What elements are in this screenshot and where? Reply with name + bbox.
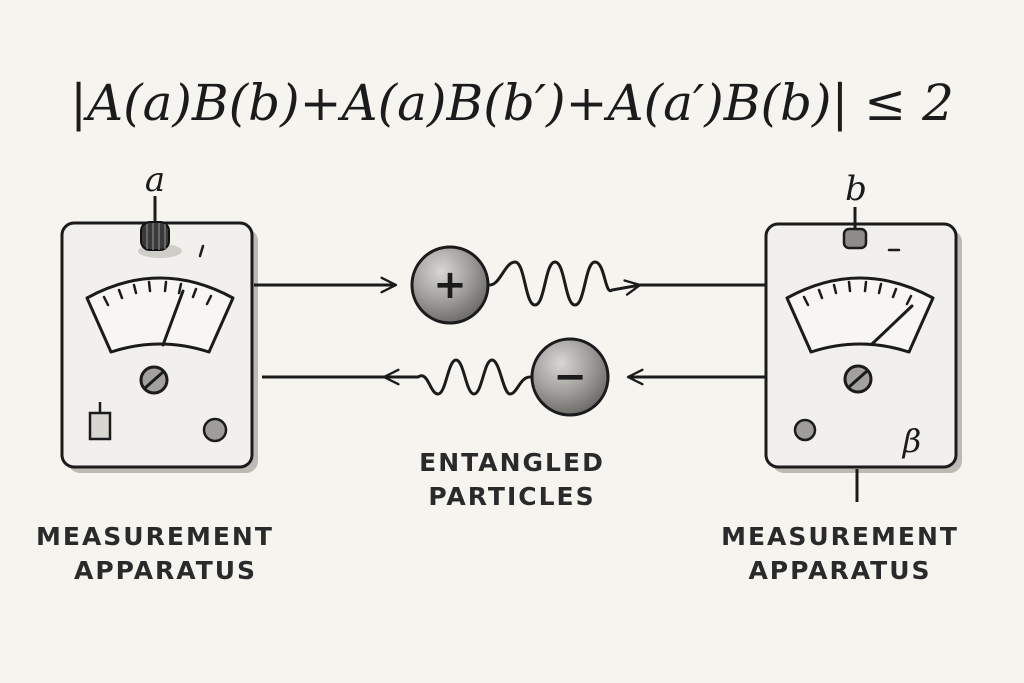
entangled-caption-line1: ENTANGLED xyxy=(419,448,605,477)
bell-inequality-equation: |A(a)B(b)+A(a)B(b′)+A(a′)B(b)| ≤ 2 xyxy=(70,74,954,132)
right-button-icon xyxy=(793,418,817,442)
entangled-caption-line2: PARTICLES xyxy=(428,482,596,511)
left-button-icon xyxy=(202,417,228,443)
negative-particle-icon xyxy=(530,337,610,417)
left-caption-line1: MEASUREMENT xyxy=(36,522,274,551)
right-caption-line1: MEASUREMENT xyxy=(721,522,959,551)
lower-wave-icon xyxy=(382,358,532,396)
upper-wave-icon xyxy=(488,260,642,307)
right-corner-symbol: β xyxy=(902,422,922,460)
right-setting-label: b xyxy=(845,169,867,209)
right-setting-knob-icon xyxy=(842,227,868,250)
left-gauge-icon xyxy=(85,276,235,354)
positive-particle-icon xyxy=(410,245,490,325)
left-tick-mark-icon xyxy=(198,244,205,258)
entangled-particles-caption: ENTANGLED PARTICLES xyxy=(392,446,632,514)
left-apparatus-caption: MEASUREMENT APPARATUS xyxy=(36,520,296,588)
left-gauge-needle-icon xyxy=(161,289,185,347)
right-gauge-icon xyxy=(785,276,935,354)
right-caption-line2: APPARATUS xyxy=(748,556,932,585)
left-measurement-apparatus: a xyxy=(60,160,258,473)
left-switch-icon xyxy=(88,411,112,441)
left-caption-line2: APPARATUS xyxy=(74,556,258,585)
positive-particle-symbol: + xyxy=(433,262,467,308)
left-setting-label: a xyxy=(145,160,165,200)
right-measurement-apparatus: b β xyxy=(764,169,962,502)
right-gauge-needle-icon xyxy=(870,304,914,346)
negative-particle-symbol: − xyxy=(553,354,587,400)
right-apparatus-caption: MEASUREMENT APPARATUS xyxy=(700,520,980,588)
